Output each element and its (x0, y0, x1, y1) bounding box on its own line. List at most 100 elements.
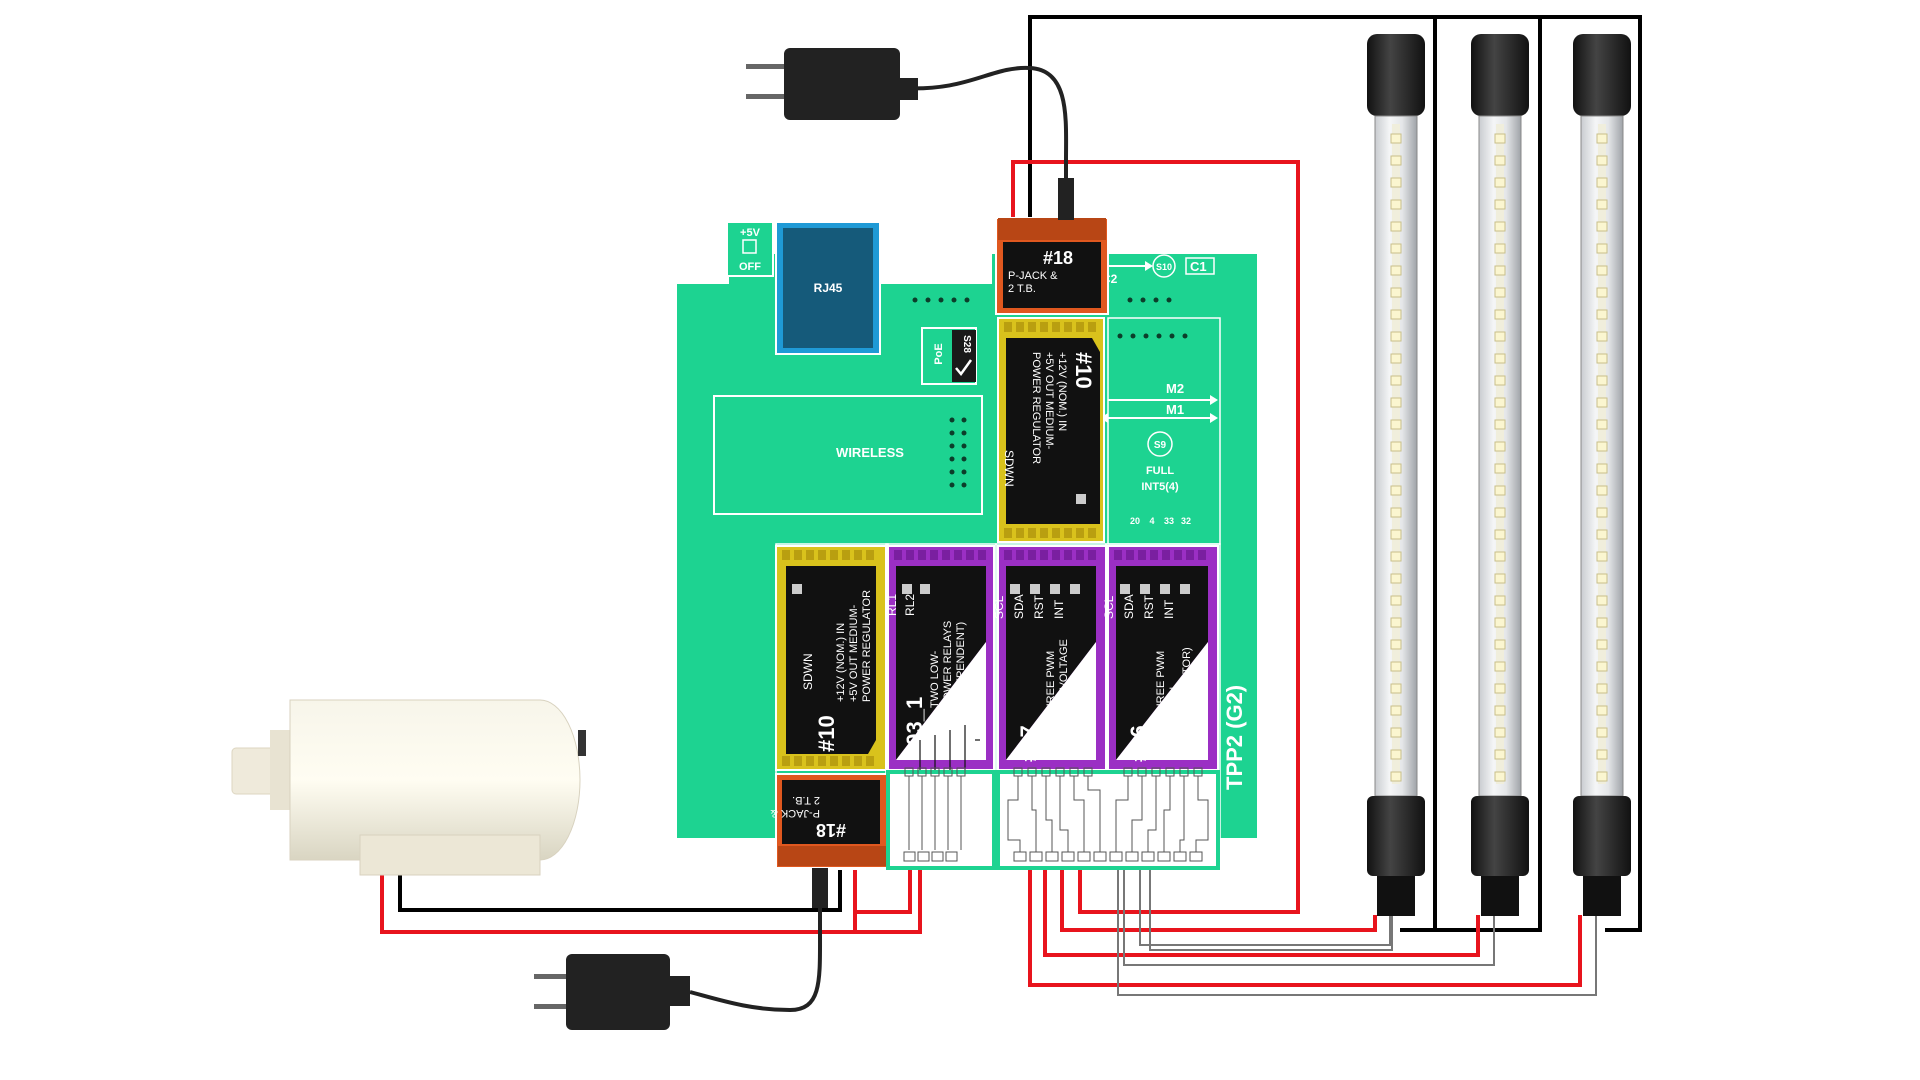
wires (380, 15, 1642, 996)
signal-wire-1 (1117, 865, 1597, 996)
led-chip (1390, 199, 1402, 210)
red-wire-top (1011, 160, 1300, 914)
pwm-terminal-block[interactable] (996, 767, 1220, 870)
led-chip (1596, 199, 1608, 210)
pjack-bottom-line1: P-JACK & (770, 807, 820, 819)
power-adapter-bottom-icon (534, 868, 828, 1030)
pwm17-pin-rst: RST (1032, 594, 1046, 619)
pin-33: 33 (1164, 516, 1174, 526)
led-chip (1390, 485, 1402, 496)
led-chip (1390, 441, 1402, 452)
reg-top-module[interactable]: #10 +12V (NOM.) IN +5V OUT MEDIUM- POWER… (997, 317, 1105, 543)
led-chip (1494, 133, 1506, 144)
led-chip (1596, 683, 1608, 694)
signal-wire-4 (1149, 865, 1393, 951)
led-chip (1390, 155, 1402, 166)
relay-terminal-block[interactable] (886, 767, 996, 870)
s13-label: S13 (926, 260, 942, 270)
led-chip (1390, 331, 1402, 342)
pjack-top-module[interactable]: #18 P-JACK & 2 T.B. (995, 217, 1109, 315)
led-chip (1494, 419, 1506, 430)
led-chip (1390, 243, 1402, 254)
led-chip (1390, 309, 1402, 320)
led-chip (1494, 529, 1506, 540)
led-chip (1596, 639, 1608, 650)
black-wire-top (1028, 15, 1642, 932)
pwm17-num: #17 (1016, 725, 1041, 762)
pwm16-desc3: COLLECTOR) (1181, 647, 1193, 718)
c1-box (1185, 257, 1215, 275)
led-bar-3 (1573, 34, 1631, 916)
pwm16-pin-sda: SDA (1122, 594, 1136, 619)
relay-module[interactable]: RL1 RL2 #03_1 TWO LOW- POWER RELAYS (IND… (885, 545, 995, 771)
led-chip (1494, 573, 1506, 584)
reg-top-desc1: +12V (NOM.) IN (1056, 352, 1068, 431)
led-chip (1494, 727, 1506, 738)
s28-switch[interactable] (952, 330, 976, 382)
led-chip (1494, 595, 1506, 606)
reg-bottom-module[interactable]: SDWN #10 +12V (NOM.) IN +5V OUT MEDIUM- … (775, 545, 887, 771)
red-wire-relay2 (855, 870, 922, 934)
black-wire-pump (398, 870, 842, 912)
pwm16-pin-int: INT (1162, 599, 1176, 619)
reg-bottom-num: #10 (814, 715, 839, 752)
power-adapter-top-icon (746, 48, 1074, 220)
pin-4: 4 (1149, 516, 1154, 526)
board-notch-left (677, 254, 729, 284)
led-chip (1596, 595, 1608, 606)
pwm16-pin-rst: RST (1142, 594, 1156, 619)
s10-label: S10 (1156, 262, 1172, 272)
header-dots-top (912, 297, 970, 303)
led-chip (1494, 639, 1506, 650)
pjack-top-line2: 2 T.B. (1008, 283, 1036, 295)
pwm16-desc1: THREE PWM (1155, 651, 1167, 718)
reg-bottom-desc2: +5V OUT MEDIUM- (848, 604, 860, 702)
led-chip (1494, 397, 1506, 408)
led-chip (1390, 287, 1402, 298)
led-bar-2 (1471, 34, 1529, 916)
led-chip (1596, 133, 1608, 144)
led-chip (1494, 683, 1506, 694)
switch-5v-top: +5V (740, 227, 761, 239)
led-chip (1596, 177, 1608, 188)
led-chip (1596, 661, 1608, 672)
led-chip (1390, 595, 1402, 606)
c1-label: C1 (1190, 259, 1207, 274)
led-chip (1494, 441, 1506, 452)
reg-top-pin: SDWN (1002, 450, 1016, 487)
pjack-bottom-module[interactable]: #18 P-JACK & 2 T.B. (770, 773, 889, 869)
led-chip (1596, 265, 1608, 276)
switch-5v-box (742, 239, 757, 254)
s9-marker (1147, 431, 1173, 457)
check-icon (955, 359, 973, 377)
led-chip (1596, 705, 1608, 716)
led-chip (1596, 243, 1608, 254)
pwm17-desc1: THREE PWM (1045, 651, 1057, 718)
pjack-bottom-line2: 2 T.B. (792, 794, 820, 806)
led-chip (1596, 441, 1608, 452)
rj45-label: RJ45 (814, 281, 843, 295)
reg-bottom-desc3: POWER REGULATOR (861, 590, 873, 702)
red-wire-led2 (1043, 865, 1480, 957)
relay-pin-rl2: RL2 (903, 594, 917, 616)
led-chip (1596, 551, 1608, 562)
led-chip (1596, 309, 1608, 320)
led-chip (1596, 507, 1608, 518)
pwm16-module[interactable]: SCL SDA RST INT #16 THREE PWM OPEN COLLE… (1102, 545, 1219, 771)
red-wire-pump (380, 870, 857, 934)
led-bar-1 (1367, 34, 1425, 916)
led-chip (1596, 727, 1608, 738)
led-chip (1494, 463, 1506, 474)
pwm17-module[interactable]: SCL SDA RST INT #17 THREE PWM LOW-VOLTAG… (992, 545, 1107, 771)
relay-desc2: POWER RELAYS (942, 621, 954, 708)
red-wire-led3 (1060, 865, 1377, 932)
signal-wire-2 (1123, 865, 1495, 966)
led-chip (1494, 353, 1506, 364)
led-chip (1596, 375, 1608, 386)
switch-5v[interactable] (726, 221, 774, 277)
wireless-pins (949, 417, 967, 488)
pin-20: 20 (1130, 516, 1140, 526)
led-chip (1494, 705, 1506, 716)
pwm16-pin-scl: SCL (1102, 595, 1116, 619)
